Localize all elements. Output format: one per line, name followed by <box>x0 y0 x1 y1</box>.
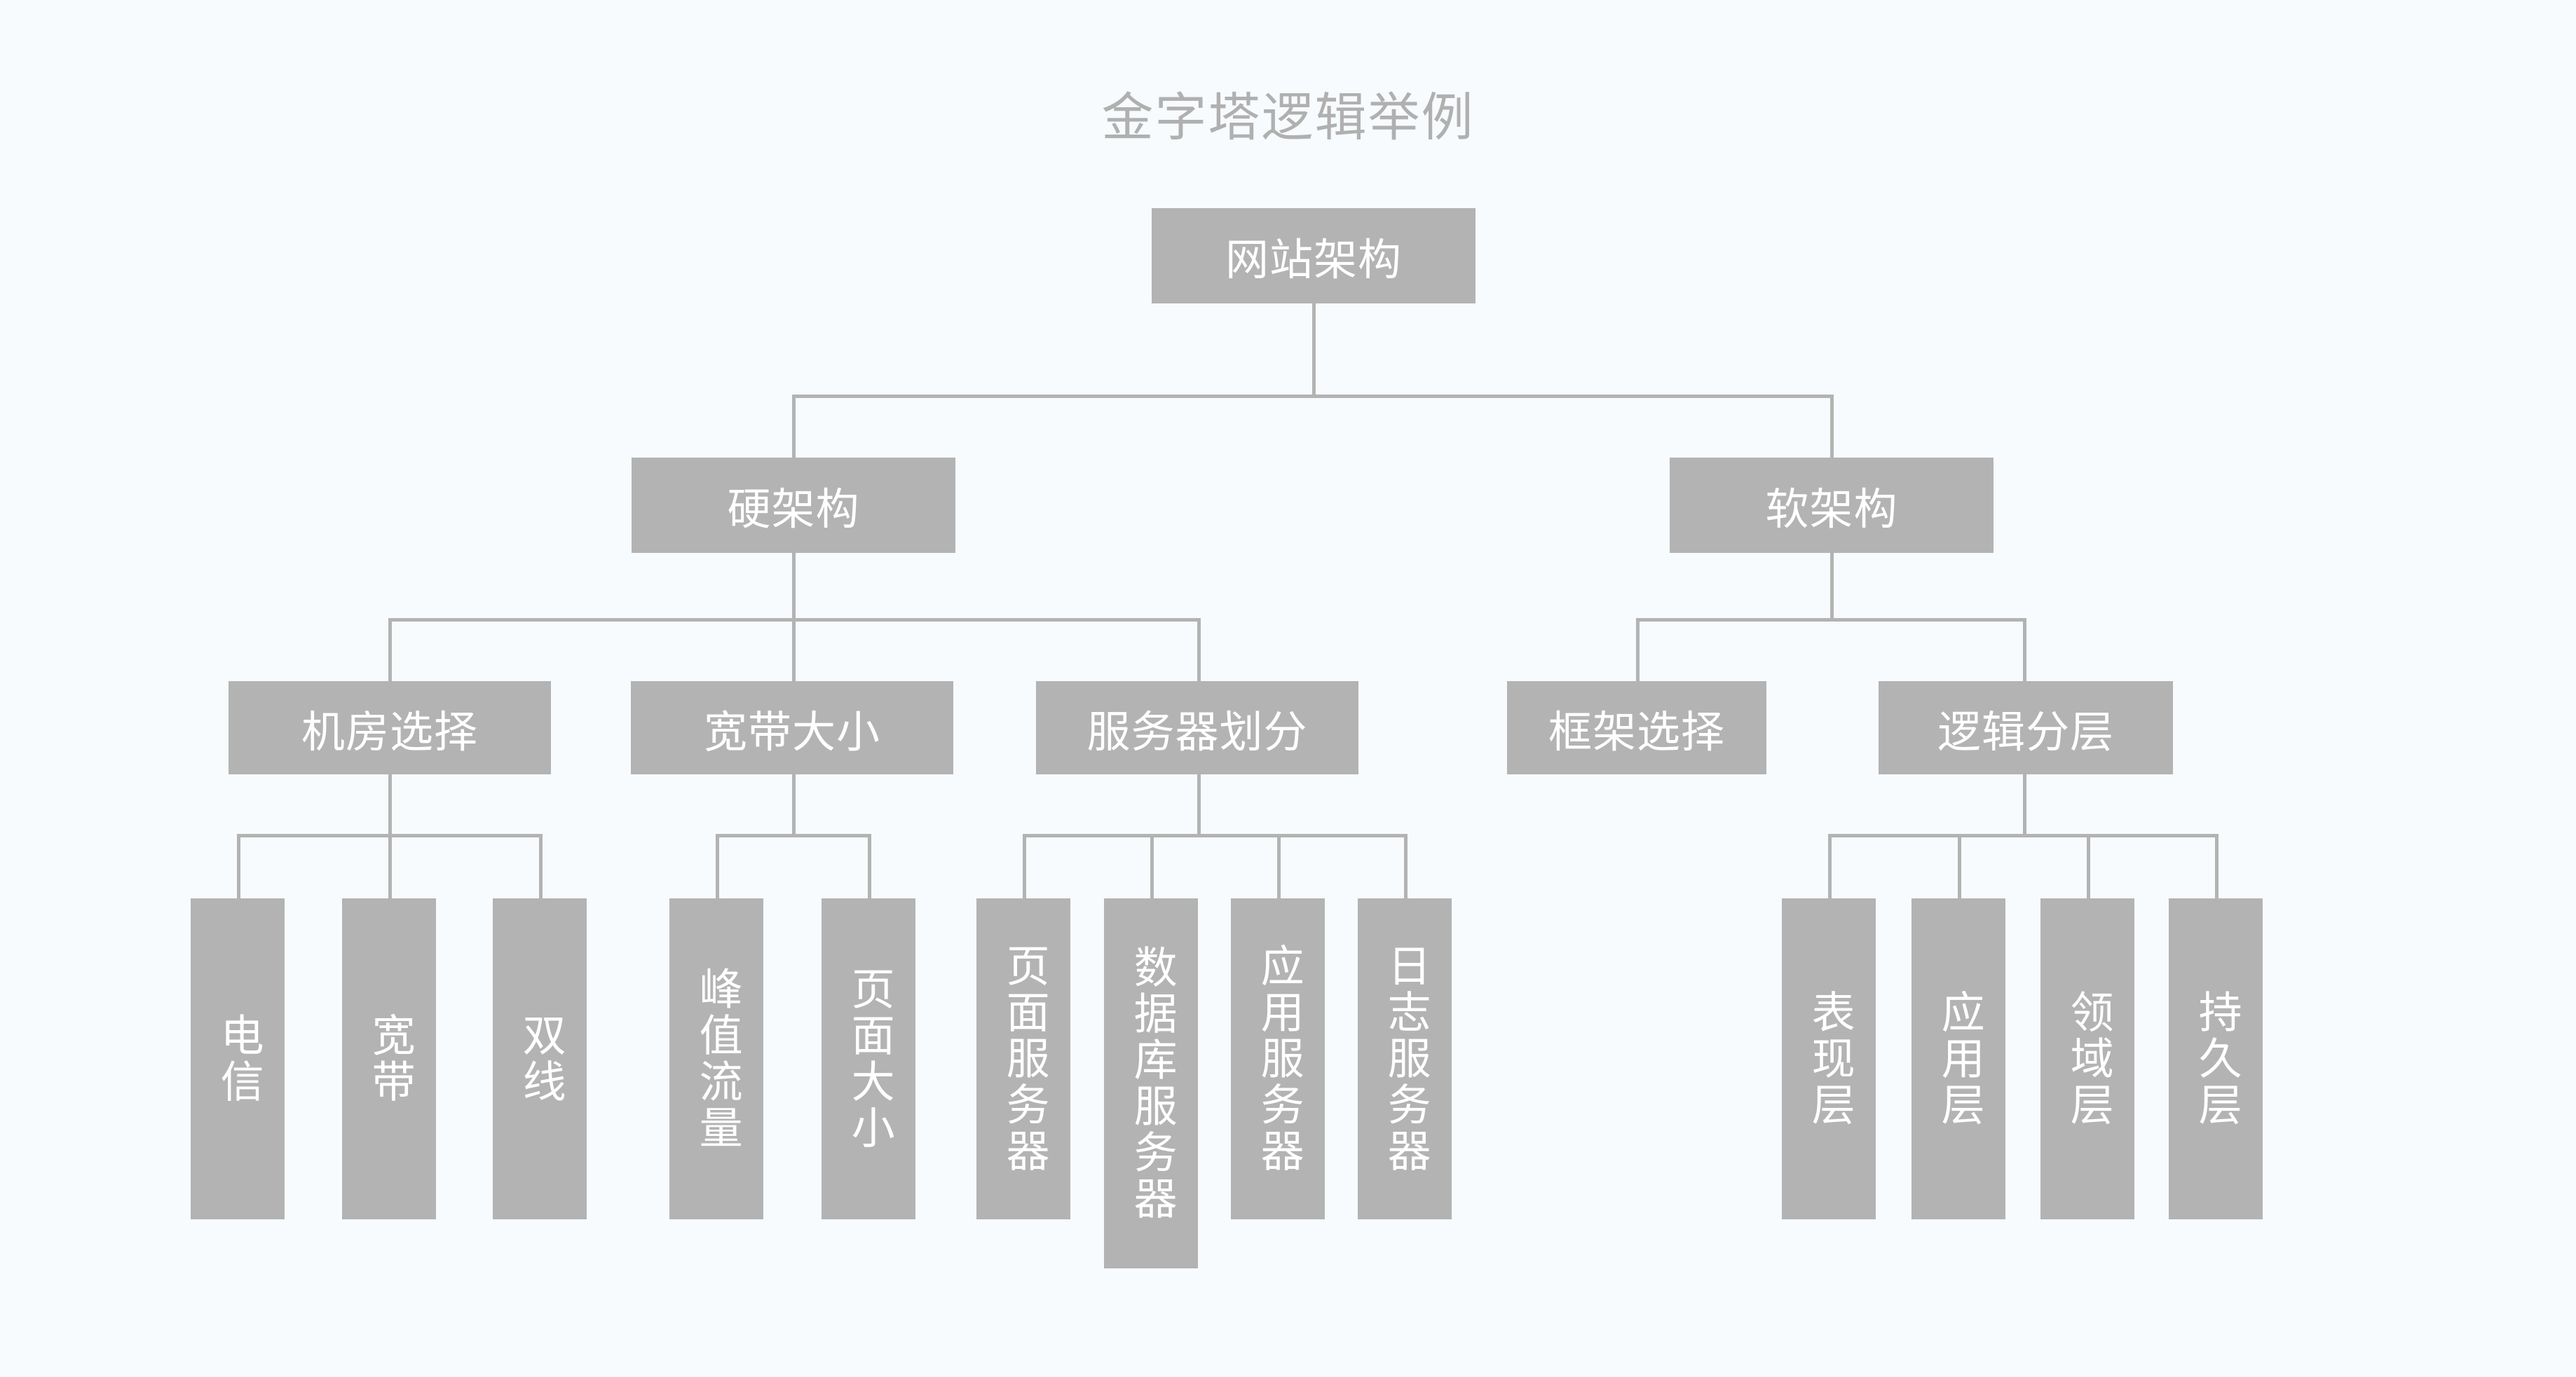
connector-to-layer <box>2023 618 2026 681</box>
connector-layer-down <box>2023 774 2026 836</box>
node-leaf-page-server[interactable]: 页面服务器 <box>976 898 1070 1219</box>
node-framework-selection[interactable]: 框架选择 <box>1507 681 1766 774</box>
connector-to-bw <box>792 618 796 681</box>
node-leaf-page-size[interactable]: 页面大小 <box>822 898 915 1219</box>
connector-layer-bar <box>1829 834 2216 837</box>
connector-bw-down <box>792 774 796 836</box>
node-leaf-database-server[interactable]: 数据库服务器 <box>1104 898 1198 1268</box>
node-leaf-peak-traffic[interactable]: 峰值流量 <box>669 898 763 1219</box>
connector-to-svr <box>1197 618 1201 681</box>
node-leaf-log-server[interactable]: 日志服务器 <box>1358 898 1452 1219</box>
node-bandwidth-size[interactable]: 宽带大小 <box>631 681 953 774</box>
connector-to-hard <box>792 395 796 458</box>
connector-soft-down <box>1830 553 1834 620</box>
node-leaf-application-server[interactable]: 应用服务器 <box>1231 898 1325 1219</box>
node-leaf-telecom[interactable]: 电信 <box>191 898 285 1219</box>
connector-hard-down <box>792 553 796 620</box>
connector-root-down <box>1312 303 1316 397</box>
connector-to-leaf-l2 <box>388 834 392 898</box>
connector-to-frame <box>1636 618 1640 681</box>
connector-to-leaf-l5 <box>868 834 871 898</box>
connector-to-leaf-l7 <box>1150 834 1154 898</box>
connector-bw-bar <box>717 834 870 837</box>
node-hard-architecture[interactable]: 硬架构 <box>632 458 955 553</box>
connector-to-leaf-l11 <box>1958 834 1961 898</box>
connector-to-leaf-l10 <box>1828 834 1832 898</box>
connector-to-leaf-l8 <box>1277 834 1281 898</box>
connector-root-bar <box>793 395 1832 398</box>
node-logical-layering[interactable]: 逻辑分层 <box>1879 681 2173 774</box>
node-leaf-broadband[interactable]: 宽带 <box>342 898 436 1219</box>
connector-to-soft <box>1830 395 1834 458</box>
connector-soft-bar <box>1637 618 2026 622</box>
connector-to-leaf-l9 <box>1404 834 1408 898</box>
node-leaf-presentation-layer[interactable]: 表现层 <box>1782 898 1876 1219</box>
connector-to-leaf-l12 <box>2087 834 2090 898</box>
connector-to-leaf-l3 <box>539 834 543 898</box>
connector-to-leaf-l1 <box>237 834 240 898</box>
node-leaf-persistence-layer[interactable]: 持久层 <box>2169 898 2263 1219</box>
node-soft-architecture[interactable]: 软架构 <box>1670 458 1994 553</box>
connector-to-leaf-l13 <box>2215 834 2219 898</box>
connector-svr-down <box>1197 774 1201 836</box>
node-server-partition[interactable]: 服务器划分 <box>1036 681 1358 774</box>
connector-svr-bar <box>1024 834 1405 837</box>
node-root-website-architecture[interactable]: 网站架构 <box>1152 208 1476 303</box>
page-title: 金字塔逻辑举例 <box>1101 88 1475 146</box>
connector-to-leaf-l4 <box>716 834 719 898</box>
connector-to-leaf-l6 <box>1023 834 1026 898</box>
node-leaf-application-layer[interactable]: 应用层 <box>1911 898 2005 1219</box>
connector-idc-down <box>388 774 392 836</box>
node-leaf-domain-layer[interactable]: 领域层 <box>2040 898 2134 1219</box>
node-leaf-dual-line[interactable]: 双线 <box>493 898 587 1219</box>
node-idc-selection[interactable]: 机房选择 <box>229 681 551 774</box>
connector-to-idc <box>388 618 392 681</box>
